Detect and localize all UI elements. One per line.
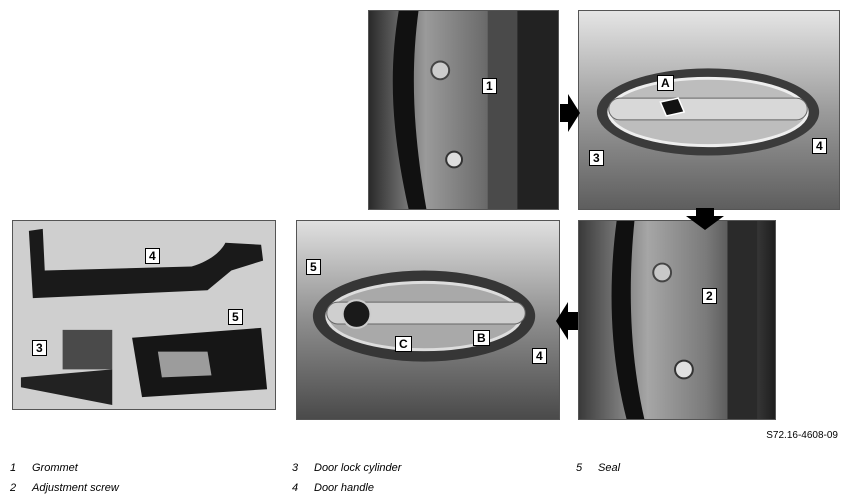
legend-item: 2 Adjustment screw (10, 482, 119, 494)
legend-num: 5 (576, 462, 583, 474)
legend-item: 5 Seal (576, 462, 620, 474)
photo-handle-cover (578, 10, 840, 210)
legend-text: Adjustment screw (32, 482, 119, 494)
arrow-down-icon (686, 208, 724, 230)
callout-3-parts: 3 (32, 340, 47, 356)
legend-text: Seal (598, 462, 621, 474)
callout-3: 3 (589, 150, 604, 166)
callout-4-door: 4 (532, 348, 547, 364)
callout-1: 1 (482, 78, 497, 94)
arrow-left-icon (556, 302, 578, 340)
legend-num: 1 (10, 462, 17, 474)
callout-5-door: 5 (306, 259, 321, 275)
legend-text: Grommet (32, 462, 78, 474)
callout-b: B (473, 330, 490, 346)
legend-item: 4 Door handle (292, 482, 374, 494)
legend-text: Door lock cylinder (314, 462, 402, 474)
callout-2: 2 (702, 288, 717, 304)
figure-reference: S72.16-4608-09 (766, 430, 838, 441)
photo-grommet (368, 10, 559, 210)
legend-num: 3 (292, 462, 299, 474)
photo-handle-removal (296, 220, 560, 420)
legend-num: 2 (10, 482, 17, 494)
legend-item: 1 Grommet (10, 462, 78, 474)
arrow-right-icon (560, 94, 580, 132)
callout-a: A (657, 75, 674, 91)
legend-item: 3 Door lock cylinder (292, 462, 401, 474)
callout-4: 4 (812, 138, 827, 154)
callout-5-parts: 5 (228, 309, 243, 325)
callout-4-parts: 4 (145, 248, 160, 264)
photo-adjustment-screw (578, 220, 776, 420)
legend-num: 4 (292, 482, 299, 494)
callout-c: C (395, 336, 412, 352)
legend-text: Door handle (314, 482, 374, 494)
